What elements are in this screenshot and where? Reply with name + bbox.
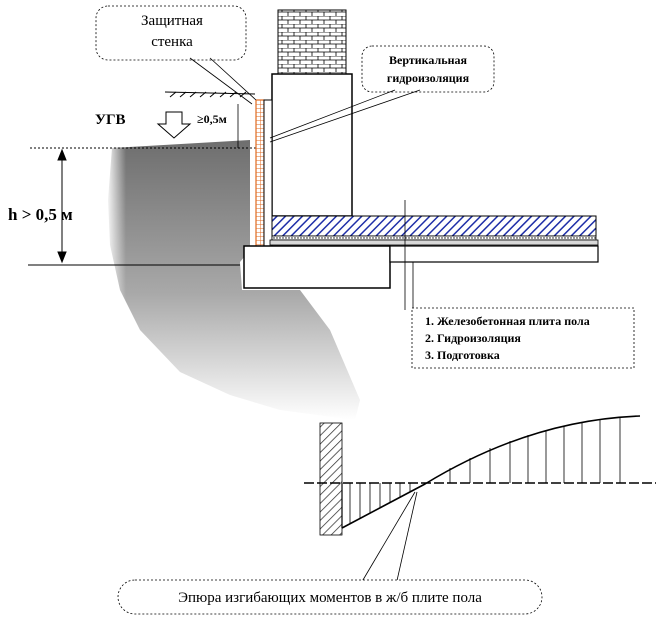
moment-support-wall xyxy=(319,422,343,536)
groundwater-level-label: УГВ xyxy=(95,112,126,128)
protective-wall-label-line2: стенка xyxy=(151,34,193,50)
protective-wall-label-line1: Защитная xyxy=(141,13,203,29)
legend-item-2: 2. Гидроизоляция xyxy=(425,331,521,345)
floor-base xyxy=(389,245,599,263)
vertical-waterproofing-label-line2: гидроизоляция xyxy=(387,71,470,85)
legend-leaders xyxy=(404,200,414,310)
floor-slab xyxy=(271,215,597,237)
brick-masonry xyxy=(277,9,347,75)
moment-ordinates-negative xyxy=(349,483,411,524)
floor-waterproofing xyxy=(271,235,597,241)
vertical-waterproofing-pointer xyxy=(269,89,396,139)
groundwater-arrow xyxy=(156,111,192,139)
depth-arrow xyxy=(57,148,67,264)
ground-surface xyxy=(164,91,256,98)
legend-item-1: 1. Железобетонная плита пола xyxy=(425,314,590,328)
footing xyxy=(243,245,391,289)
legend-box xyxy=(411,307,635,369)
min-offset-label: ≥0,5м xyxy=(197,112,227,126)
protective-wall-callout xyxy=(95,5,247,61)
foundation-wall xyxy=(271,73,353,217)
moment-caption-pointers xyxy=(359,491,418,586)
vertical-waterproofing-label-line1: Вертикальная xyxy=(389,53,467,67)
vertical-waterproofing-callout xyxy=(361,45,495,93)
depth-label: h > 0,5 м xyxy=(8,205,73,224)
legend-item-3: 3. Подготовка xyxy=(425,348,500,362)
protective-wall-pointer xyxy=(189,57,253,105)
protective-wall xyxy=(255,99,265,247)
moment-ordinates-positive xyxy=(449,417,621,483)
vertical-waterproofing xyxy=(263,99,273,247)
moment-diagram-caption: Эпюра изгибающих моментов в ж/б плите по… xyxy=(178,590,482,606)
moment-curve xyxy=(341,415,641,529)
floor-preparation xyxy=(269,239,599,246)
moment-caption-box xyxy=(117,579,543,615)
